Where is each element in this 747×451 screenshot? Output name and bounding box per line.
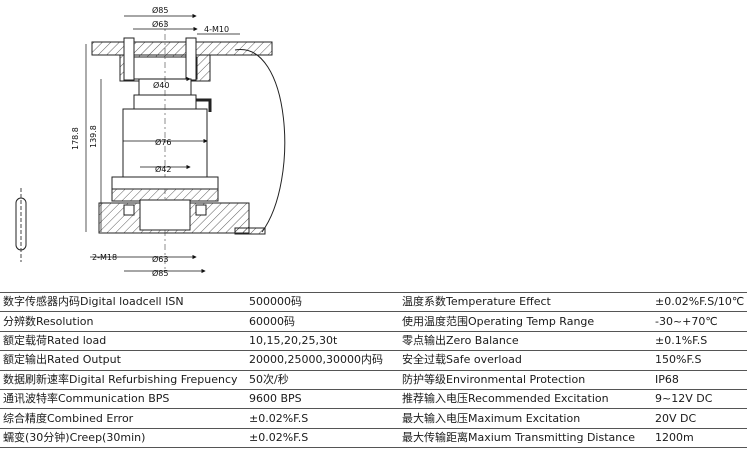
spec-label: 综合精度Combined Error bbox=[0, 408, 246, 429]
spec-value: ±0.02%F.S bbox=[246, 408, 399, 429]
load-cell-drawing: Ø85 Ø63 4-M10 Ø40 178.8 139.8 Ø76 Ø42 2-… bbox=[15, 5, 286, 278]
spec-value: ±0.02%F.S bbox=[246, 427, 399, 449]
spec-label: 使用温度范围Operating Temp Range bbox=[399, 311, 652, 332]
spec-value: 20V DC bbox=[652, 408, 747, 429]
side-view bbox=[15, 188, 27, 262]
signal-cable bbox=[196, 98, 212, 112]
spec-row: 额定载荷Rated load 10,15,20,25,30t 零点输出Zero … bbox=[0, 330, 747, 352]
bottom-bolt-circle-label: Ø63 bbox=[152, 254, 168, 264]
spec-label: 最大输入电压Maximum Excitation bbox=[399, 408, 652, 429]
spec-label: 额定输出Rated Output bbox=[0, 350, 246, 371]
spec-label: 温度系数Temperature Effect bbox=[399, 291, 652, 313]
spec-value: 50次/秒 bbox=[246, 369, 399, 390]
body-height-label: 139.8 bbox=[89, 125, 98, 148]
spec-value: 500000码 bbox=[246, 291, 399, 313]
spec-label: 额定载荷Rated load bbox=[0, 330, 246, 352]
base-inner-diameter-label: Ø42 bbox=[155, 164, 171, 174]
spec-label: 蠕变(30分钟)Creep(30min) bbox=[0, 427, 246, 449]
spec-value: 1200m bbox=[652, 427, 747, 449]
spec-value: ±0.02%F.S/10℃ bbox=[652, 291, 747, 313]
spec-row: 综合精度Combined Error ±0.02%F.S 最大输入电压Maxim… bbox=[0, 408, 747, 429]
spec-label: 分辨数Resolution bbox=[0, 311, 246, 332]
spec-value: 9600 BPS bbox=[246, 388, 399, 410]
spec-value: -30~+70℃ bbox=[652, 311, 747, 332]
spec-label: 防护等级Environmental Protection bbox=[399, 369, 652, 390]
spec-label: 零点输出Zero Balance bbox=[399, 330, 652, 352]
spec-label: 安全过载Safe overload bbox=[399, 350, 652, 371]
top-thread-label: 4-M10 bbox=[204, 25, 229, 34]
spec-label: 通讯波特率Communication BPS bbox=[0, 388, 246, 410]
spec-value: 150%F.S bbox=[652, 350, 747, 371]
bottom-thread-label: 2-M18 bbox=[92, 253, 117, 262]
spec-label: 数字传感器内码Digital loadcell ISN bbox=[0, 291, 246, 313]
spec-row: 通讯波特率Communication BPS 9600 BPS 推荐输入电压Re… bbox=[0, 388, 747, 410]
spec-value: 60000码 bbox=[246, 311, 399, 332]
spec-value: 20000,25000,30000内码 bbox=[246, 350, 399, 371]
shaft-diameter-label: Ø40 bbox=[153, 80, 169, 90]
spec-row: 额定输出Rated Output 20000,25000,30000内码 安全过… bbox=[0, 350, 747, 371]
top-outer-diameter-label: Ø85 bbox=[152, 5, 168, 15]
base-assembly bbox=[98, 176, 266, 235]
spec-value: ±0.1%F.S bbox=[652, 330, 747, 352]
spec-row: 数据刷新速率Digital Refurbishing Frepuency 50次… bbox=[0, 369, 747, 390]
spec-value: 9~12V DC bbox=[652, 388, 747, 410]
spec-row: 分辨数Resolution 60000码 使用温度范围Operating Tem… bbox=[0, 311, 747, 332]
overall-height-label: 178.8 bbox=[71, 127, 80, 150]
technical-drawing: Ø85 Ø63 4-M10 Ø40 178.8 139.8 Ø76 Ø42 2-… bbox=[15, 5, 286, 278]
top-bolt-circle-label: Ø63 bbox=[152, 19, 168, 29]
spec-label: 推荐输入电压Recommended Excitation bbox=[399, 388, 652, 410]
spec-row: 数字传感器内码Digital loadcell ISN 500000码 温度系数… bbox=[0, 291, 747, 313]
spec-row: 蠕变(30分钟)Creep(30min) ±0.02%F.S 最大传输距离Max… bbox=[0, 427, 747, 449]
spec-label: 数据刷新速率Digital Refurbishing Frepuency bbox=[0, 369, 246, 390]
spec-value: 10,15,20,25,30t bbox=[246, 330, 399, 352]
body-diameter-label: Ø76 bbox=[155, 137, 171, 147]
bottom-outer-diameter-label: Ø85 bbox=[152, 268, 168, 278]
spec-label: 最大传输距离Maxium Transmitting Distance bbox=[399, 427, 652, 449]
dimension-lines bbox=[85, 13, 240, 274]
specification-table: 数字传感器内码Digital loadcell ISN 500000码 温度系数… bbox=[0, 291, 747, 449]
spec-value: IP68 bbox=[652, 369, 747, 390]
top-mounting-plate bbox=[91, 37, 273, 82]
